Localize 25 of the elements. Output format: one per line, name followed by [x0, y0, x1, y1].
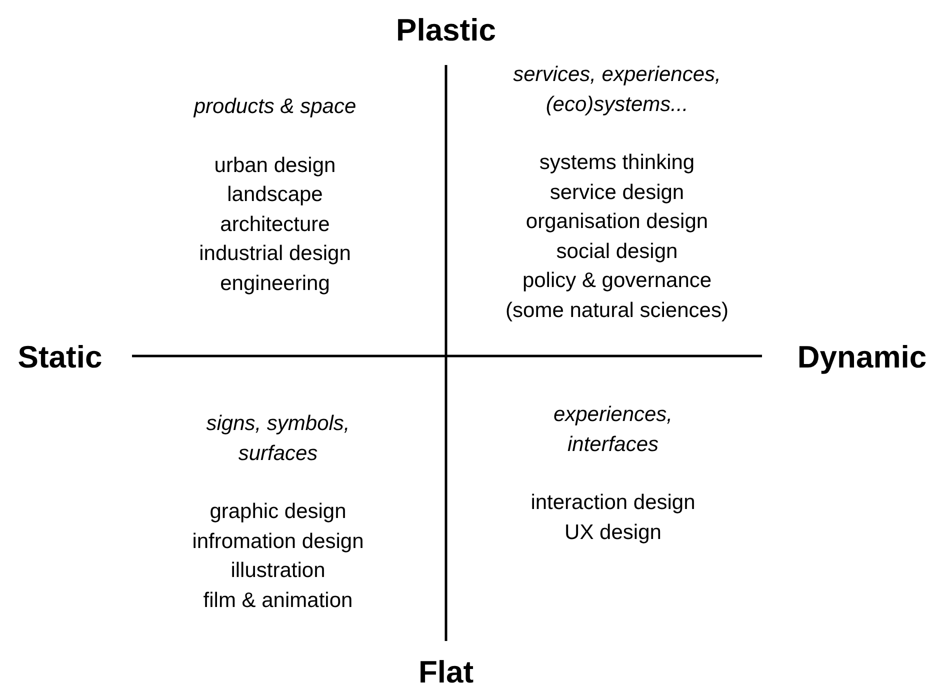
discipline-label: graphic design [210, 499, 346, 525]
discipline-label: organisation design [526, 209, 708, 235]
category-heading: products & space [192, 94, 358, 120]
discipline-label: service design [550, 180, 684, 206]
discipline-label: illustration [230, 558, 326, 584]
axis-label: Dynamic [797, 342, 927, 372]
axis-label: Static [18, 342, 102, 372]
axis-label: Flat [418, 656, 474, 688]
discipline-label: UX design [564, 520, 662, 546]
discipline-label: interaction design [530, 490, 696, 516]
discipline-label: engineering [220, 270, 330, 296]
discipline-label: (some natural sciences) [506, 298, 728, 324]
discipline-label: infromation design [192, 528, 364, 554]
discipline-label: film & animation [203, 588, 353, 614]
discipline-label: urban design [214, 152, 336, 178]
axis-label: Plastic [396, 14, 496, 46]
discipline-label: industrial design [199, 241, 351, 267]
discipline-label: systems thinking [539, 150, 695, 176]
category-heading: signs, symbols, surfaces [205, 411, 351, 466]
discipline-label: architecture [220, 212, 330, 238]
discipline-label: landscape [227, 182, 323, 208]
discipline-label: policy & governance [522, 268, 712, 294]
discipline-label: social design [556, 238, 678, 264]
category-heading: experiences, interfaces [552, 402, 674, 458]
category-heading: services, experiences, (eco)systems... [512, 62, 722, 118]
